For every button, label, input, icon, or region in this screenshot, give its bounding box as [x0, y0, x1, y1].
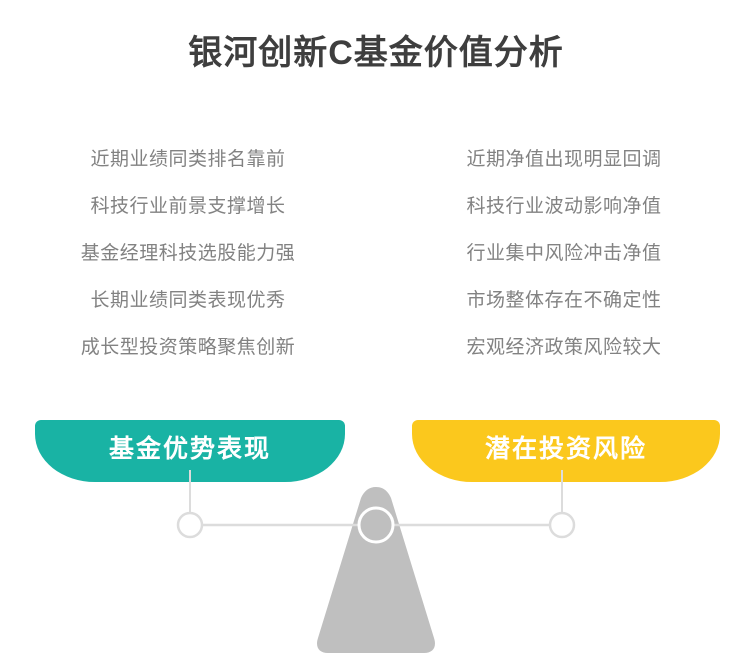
risk-point: 市场整体存在不确定性 — [466, 290, 662, 311]
risk-point: 近期净值出现明显回调 — [466, 149, 662, 170]
risks-pan-label: 潜在投资风险 — [484, 435, 647, 463]
right-pivot-circle — [548, 511, 576, 539]
advantage-point: 成长型投资策略聚焦创新 — [80, 337, 296, 358]
risks-column: 近期净值出现明显回调 科技行业波动影响净值 行业集中风险冲击净值 市场整体存在不… — [376, 148, 752, 360]
advantages-pan-label: 基金优势表现 — [108, 435, 271, 463]
risk-point: 行业集中风险冲击净值 — [466, 243, 662, 264]
risk-point: 宏观经济政策风险较大 — [466, 337, 662, 358]
advantages-column: 近期业绩同类排名靠前 科技行业前景支撑增长 基金经理科技选股能力强 长期业绩同类… — [0, 148, 376, 360]
center-pivot-circle — [357, 506, 395, 544]
left-pivot-circle — [176, 511, 204, 539]
advantage-point: 基金经理科技选股能力强 — [80, 243, 296, 264]
balance-scale-icon — [0, 470, 752, 665]
advantage-point: 近期业绩同类排名靠前 — [90, 149, 286, 170]
page-title: 银河创新C基金价值分析 — [188, 34, 564, 72]
risk-point: 科技行业波动影响净值 — [466, 196, 662, 217]
advantage-point: 长期业绩同类表现优秀 — [90, 290, 286, 311]
comparison-columns: 近期业绩同类排名靠前 科技行业前景支撑增长 基金经理科技选股能力强 长期业绩同类… — [0, 148, 752, 360]
balance-pans: 基金优势表现 潜在投资风险 — [0, 420, 752, 482]
advantage-point: 科技行业前景支撑增长 — [90, 196, 286, 217]
fulcrum-triangle — [317, 487, 435, 653]
risks-pan: 潜在投资风险 — [412, 420, 720, 482]
